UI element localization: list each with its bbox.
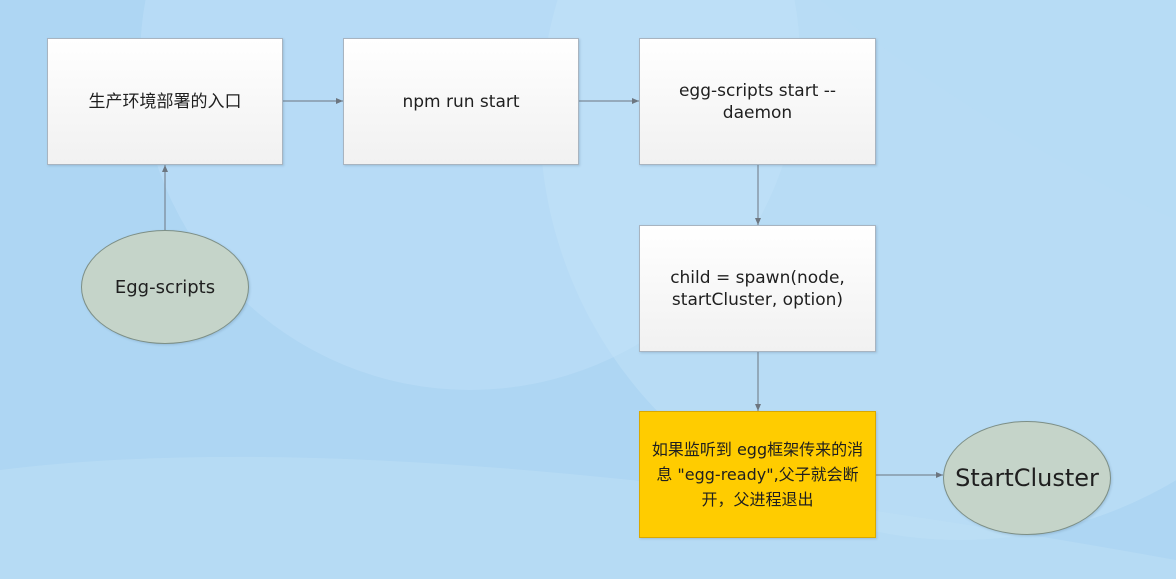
egg-scripts-node-label: Egg-scripts xyxy=(114,276,216,298)
egg-scripts-start-node-label: egg-scripts start --daemon xyxy=(678,80,837,123)
npm-start-node-label: npm run start xyxy=(402,91,520,112)
start-cluster-node-label: StartCluster xyxy=(955,464,1099,492)
listen-node[interactable]: 如果监听到 egg框架传来的消息 "egg-ready",父子就会断开，父进程退… xyxy=(639,411,876,538)
listen-node-label: 如果监听到 egg框架传来的消息 "egg-ready",父子就会断开，父进程退… xyxy=(651,440,864,509)
egg-scripts-start-node[interactable]: egg-scripts start --daemon xyxy=(639,38,876,165)
entry-node-label: 生产环境部署的入口 xyxy=(88,91,242,112)
egg-scripts-node[interactable]: Egg-scripts xyxy=(81,230,249,344)
spawn-node[interactable]: child = spawn(node, startCluster, option… xyxy=(639,225,876,352)
start-cluster-node[interactable]: StartCluster xyxy=(943,421,1111,535)
npm-start-node[interactable]: npm run start xyxy=(343,38,579,165)
spawn-node-label: child = spawn(node, startCluster, option… xyxy=(670,267,845,310)
entry-node[interactable]: 生产环境部署的入口 xyxy=(47,38,283,165)
